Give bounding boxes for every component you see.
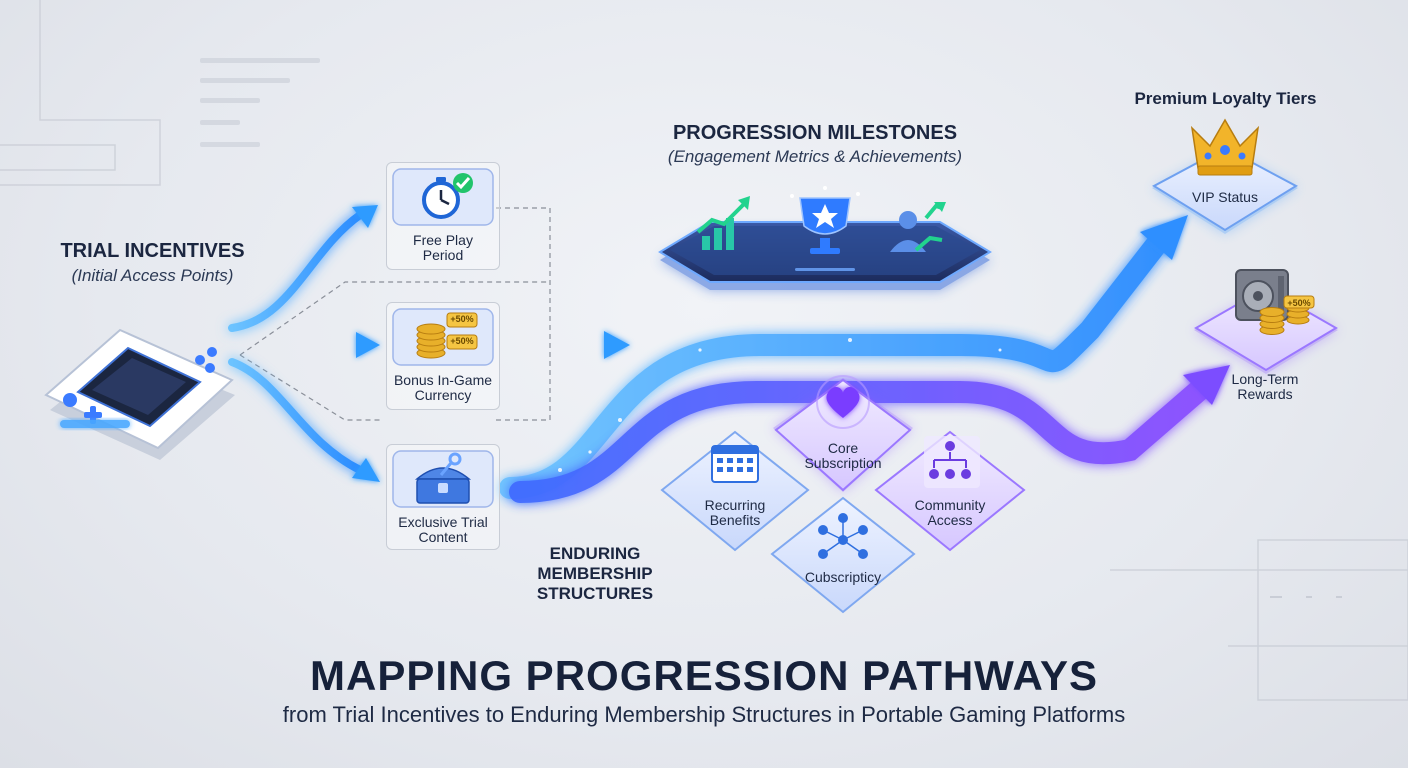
coin-stack-icon (392, 308, 494, 366)
trial-incentives-heading: TRIAL INCENTIVES (60, 240, 245, 262)
community-access-tile (874, 430, 1026, 552)
bonus-currency-label-line1: Bonus In-Game (393, 372, 493, 388)
vip-status-label: VIP Status (1192, 189, 1258, 205)
loyalty-heading: Premium Loyalty Tiers (1134, 89, 1317, 108)
main-title: MAPPING PROGRESSION PATHWAYS (310, 652, 1098, 699)
bar-chart-growth-icon (696, 196, 750, 250)
core-subscription-label-line2: Subscription (804, 455, 882, 471)
main-subtitle: from Trial Incentives to Enduring Member… (282, 702, 1126, 727)
bonus-currency-card[interactable]: +50% +50% Bonus In-Game Currency (386, 302, 500, 410)
treasure-chest-icon (392, 450, 494, 508)
free-play-card[interactable]: Free Play Period (386, 162, 500, 270)
community-access-label-line1: Community (914, 497, 986, 513)
community-access-label-line2: Access (927, 512, 973, 528)
long-term-rewards-label-line1: Long-Term (1231, 371, 1299, 387)
long-term-rewards-label-line2: Rewards (1237, 386, 1293, 402)
membership-heading-line3: STRUCTURES (536, 584, 654, 603)
handheld-console-icon (44, 328, 235, 460)
coin-badge-top: +50% (450, 314, 474, 324)
milestones-subheading: (Engagement Metrics & Achievements) (667, 147, 963, 166)
vip-status-tile (1151, 146, 1299, 234)
cubscripticy-tile (770, 496, 916, 614)
trial-arrowheads (352, 205, 630, 482)
free-play-label-line1: Free Play (413, 232, 473, 248)
recurring-benefits-label-line2: Benefits (709, 512, 761, 528)
milestones-platform (658, 186, 992, 290)
exclusive-content-label-line2: Content (418, 529, 468, 545)
milestones-heading: PROGRESSION MILESTONES (672, 122, 958, 144)
user-growth-icon (890, 202, 946, 252)
rewards-badge: +50% (1287, 298, 1311, 308)
membership-heading-line2: MEMBERSHIP (537, 564, 653, 583)
trial-incentives-subheading: (Initial Access Points) (71, 266, 234, 285)
reward-coins-icon (1259, 295, 1315, 335)
recurring-benefits-label-line1: Recurring (704, 497, 766, 513)
crown-icon (1190, 118, 1260, 176)
exclusive-content-label-line1: Exclusive Trial (398, 514, 488, 530)
membership-heading-line1: ENDURING (549, 544, 641, 563)
coin-badge-bottom: +50% (450, 336, 474, 346)
cubscripticy-label: Cubscripticy (804, 569, 882, 585)
free-play-label-line2: Period (422, 247, 464, 263)
bonus-currency-label-line2: Currency (414, 387, 472, 403)
core-subscription-tile (773, 375, 913, 492)
recurring-benefits-tile (660, 430, 810, 552)
core-subscription-label-line1: Core (827, 440, 859, 456)
stopwatch-icon (392, 168, 494, 226)
exclusive-content-card[interactable]: Exclusive Trial Content (386, 444, 500, 550)
trophy-icon (790, 186, 860, 254)
membership-heading: ENDURING MEMBERSHIP STRUCTURES (510, 544, 680, 604)
